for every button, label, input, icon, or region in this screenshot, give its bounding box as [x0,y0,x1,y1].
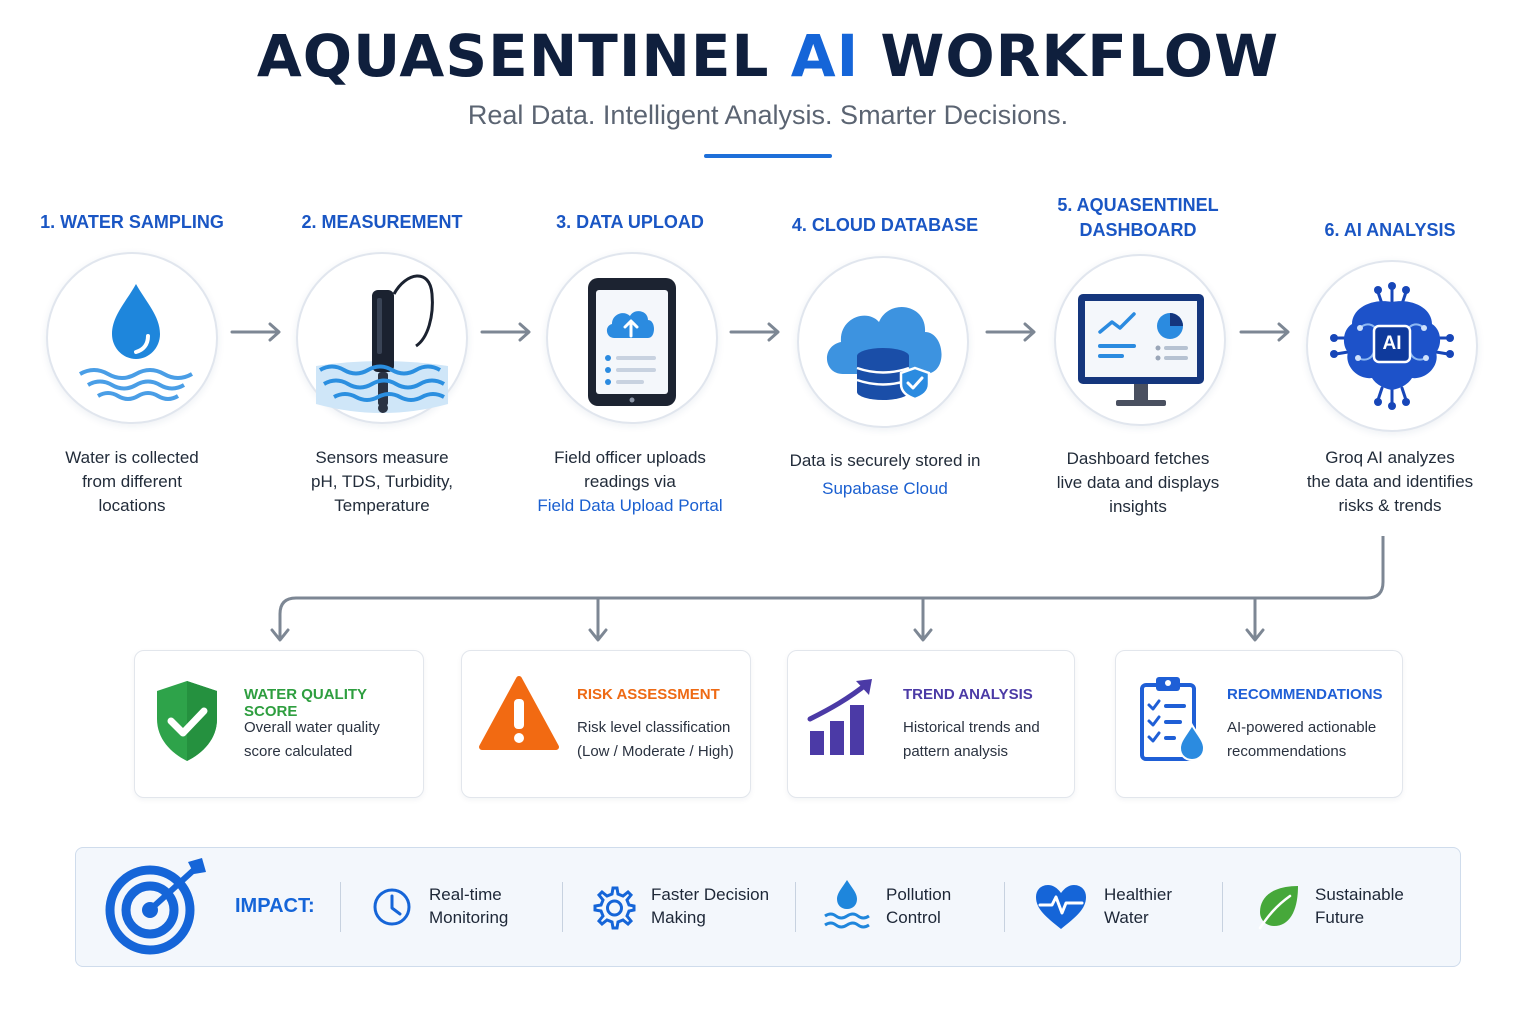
impact-divider [562,882,563,932]
supabase-cloud-link[interactable]: Supabase Cloud [822,479,948,498]
step-label: 5. AQUASENTINEL DASHBOARD [1057,195,1219,240]
step-data-upload: 3. DATA UPLOAD Field officer uploads rea… [510,200,750,530]
flow-arrow-3-4 [729,322,780,342]
impact-item-healthier-water: Healthier Water [1104,885,1173,927]
water-drop-waves-icon [824,880,870,929]
impact-divider [1004,882,1005,932]
impact-divider [1222,882,1223,932]
impact-item-realtime: Real-time Monitoring [429,885,509,927]
flow-arrow-2-3 [480,322,531,342]
flow-arrow-4-5 [985,322,1036,342]
step-icon-circle [1054,254,1226,426]
title-accent: AI [790,22,860,90]
clipboard-checklist-icon [1140,677,1206,762]
step-icon-circle [797,256,969,428]
impact-bar: IMPACT: Real-time Monitoring Faster Deci… [75,847,1461,967]
clock-icon [373,888,411,926]
card-title: RECOMMENDATIONS [1227,686,1383,703]
step-label: 3. DATA UPLOAD [556,212,704,232]
card-title: RISK ASSESSMENT [577,686,720,703]
card-title: TREND ANALYSIS [903,686,1033,703]
impact-divider [340,882,341,932]
sensor-probe-icon [316,274,448,413]
cloud-database-icon [826,307,942,401]
step-cloud-database: 4. CLOUD DATABASE Data is securely store… [765,200,1005,530]
warning-triangle-icon [479,676,559,750]
page-subtitle: Real Data. Intelligent Analysis. Smarter… [467,100,1069,130]
title-part1: AQUASENTINEL [256,22,770,90]
step-icon-circle [296,252,468,424]
step-description: Water is collected from different locati… [65,448,199,515]
step-label: 6. AI ANALYSIS [1324,220,1456,240]
step-description: Groq AI analyzes the data and identifies… [1306,448,1474,515]
step-icon-circle [46,252,218,424]
impact-item-faster-decision: Faster Decision Making [651,885,770,927]
target-arrow-icon [105,858,206,955]
card-description: Overall water quality score calculated [244,719,380,760]
tablet-upload-icon [588,278,676,406]
card-description: AI-powered actionable recommendations [1227,719,1377,760]
card-risk-assessment: RISK ASSESSMENT Risk level classificatio… [461,650,751,798]
step-icon-circle [546,252,718,424]
flow-arrow-5-6 [1239,322,1290,342]
page-title: AQUASENTINEL AI WORKFLOW [0,22,1536,90]
card-recommendations: RECOMMENDATIONS AI-powered actionable re… [1115,650,1403,798]
trend-chart-icon [807,679,872,755]
flow-arrow-1-2 [230,322,281,342]
water-drop-icon [79,284,193,401]
card-description: Historical trends and pattern analysis [903,719,1040,760]
card-title: WATER QUALITY SCORE [244,686,367,720]
step-description: Data is securely stored in Supabase Clou… [765,449,1005,501]
impact-divider [795,882,796,932]
step-icon-circle: AI [1306,260,1478,432]
step-label: 2. MEASUREMENT [301,212,463,232]
step-measurement: 2. MEASUREMENT Sensors measure pH, TDS, … [262,200,502,530]
card-description: Risk level classification (Low / Moderat… [577,719,734,760]
card-water-quality-score: WATER QUALITY SCORE Overall water qualit… [134,650,424,798]
shield-check-icon [157,681,217,761]
impact-item-pollution-control: Pollution Control [886,885,952,927]
upload-portal-link[interactable]: Field Data Upload Portal [537,496,723,515]
title-underline [704,154,832,158]
leaf-icon [1258,886,1298,930]
step-label: 4. CLOUD DATABASE [791,215,979,235]
step-label: 1. WATER SAMPLING [40,212,224,232]
step-ai-analysis: 6. AI ANALYSIS AI Groq AI analyzes the d… [1270,200,1510,530]
step-description: Dashboard fetches live data and displays… [1056,449,1220,516]
output-connector [270,536,1385,642]
ai-chip-label: AI [1382,333,1402,354]
ai-brain-icon [1330,282,1454,410]
step-description: Field officer uploads readings via Field… [510,446,750,518]
card-trend-analysis: TREND ANALYSIS Historical trends and pat… [787,650,1075,798]
title-part2: WORKFLOW [880,22,1280,90]
gear-icon [593,886,636,930]
heart-pulse-icon [1036,885,1086,929]
step-water-sampling: 1. WATER SAMPLING Water is collected fro… [12,200,252,530]
impact-label: IMPACT: [235,895,315,917]
impact-item-sustainable-future: Sustainable Future [1315,885,1404,927]
monitor-dashboard-icon [1078,294,1204,406]
step-description: Sensors measure pH, TDS, Turbidity, Temp… [310,448,454,515]
step-dashboard: 5. AQUASENTINEL DASHBOARD Dashboard fetc… [1018,192,1258,522]
